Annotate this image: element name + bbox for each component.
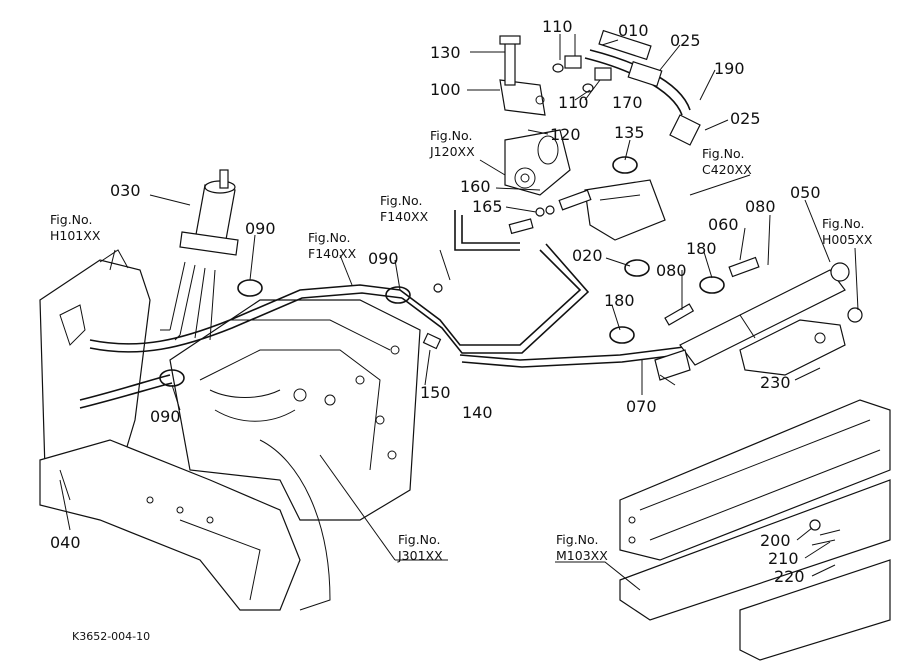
fig-ref-label: Fig.No. [702,146,744,161]
fig-ref-h005: H005XX [822,232,873,247]
part-label-050: 050 [790,183,821,202]
fig-ref-h101: H101XX [50,228,101,243]
part-label-165: 165 [472,197,503,216]
part-label-080-mid: 080 [656,261,687,280]
hardware [422,189,841,546]
fig-ref-j301: J301XX [397,548,443,563]
transmission-housing [169,299,421,611]
part-label-090-bottom: 090 [150,407,181,426]
part-label-130: 130 [430,43,461,62]
part-label-020: 020 [572,246,603,265]
part-label-010: 010 [618,21,649,40]
hose-190 [669,114,701,146]
fig-ref-label: Fig.No. [380,193,422,208]
part-label-080-right: 080 [745,197,776,216]
leader-lines [59,34,859,591]
part-label-160: 160 [460,177,491,196]
figure-references: Fig.No. H101XX Fig.No. F140XX Fig.No. F1… [50,128,873,563]
fig-ref-f140-b: F140XX [380,209,429,224]
chassis-rail [619,399,891,661]
fig-ref-label: Fig.No. [398,532,440,547]
part-label-220: 220 [774,567,805,586]
part-label-090-mid: 090 [368,249,399,268]
pump-body [504,129,571,196]
part-label-030: 030 [110,181,141,200]
fig-ref-label: Fig.No. [556,532,598,547]
hydraulic-pipes [79,49,703,409]
part-label-060: 060 [708,215,739,234]
part-label-190: 190 [714,59,745,78]
part-label-025-top: 025 [670,31,701,50]
fittings-110 [552,29,663,93]
part-label-110-top: 110 [542,17,573,36]
tractor-frame [39,249,301,611]
part-label-230: 230 [760,373,791,392]
fig-ref-label: Fig.No. [50,212,92,227]
part-label-135: 135 [614,123,645,142]
fig-ref-label: Fig.No. [430,128,472,143]
part-label-100: 100 [430,80,461,99]
fig-ref-j120: J120XX [429,144,475,159]
fig-ref-c420: C420XX [702,162,752,177]
fig-ref-label: Fig.No. [822,216,864,231]
part-label-040: 040 [50,533,81,552]
valve-block-100 [499,35,546,116]
part-label-170: 170 [612,93,643,112]
part-label-110-mid: 110 [558,93,589,112]
power-steering-cylinder-050 [654,262,850,386]
part-label-120: 120 [550,125,581,144]
part-label-150: 150 [420,383,451,402]
axle-bracket [739,307,863,376]
fig-ref-m103: M103XX [556,548,608,563]
part-label-070: 070 [626,397,657,416]
fig-ref-label: Fig.No. [308,230,350,245]
part-label-180-right: 180 [686,239,717,258]
drawing-code: K3652-004-10 [72,630,150,643]
part-labels: 130 100 110 110 010 025 190 170 025 120 … [50,17,821,586]
part-label-180-mid: 180 [604,291,635,310]
part-label-140: 140 [462,403,493,422]
part-label-090-top: 090 [245,219,276,238]
part-label-210: 210 [768,549,799,568]
fig-ref-f140-a: F140XX [308,246,357,261]
steering-valve-030 [160,169,239,341]
part-label-200: 200 [760,531,791,550]
part-label-025-mid: 025 [730,109,761,128]
bracket [584,179,666,241]
